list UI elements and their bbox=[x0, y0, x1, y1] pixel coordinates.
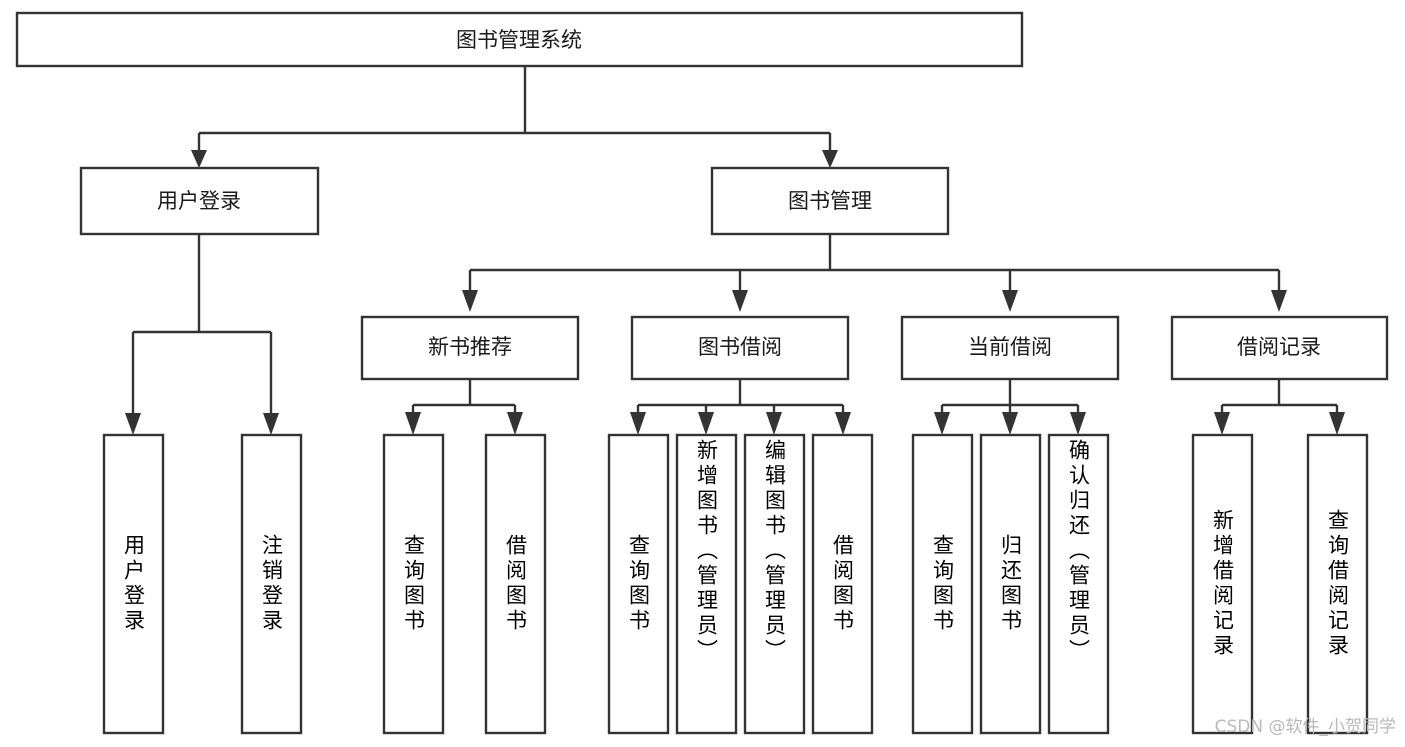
node-current-borrow-label: 当前借阅 bbox=[968, 335, 1052, 359]
csdn-watermark: CSDN @软件_小贺同学 bbox=[1215, 717, 1396, 737]
node-leaf-confirm-return-box[interactable] bbox=[1047, 433, 1110, 735]
node-borrow-record-label: 借阅记录 bbox=[1237, 335, 1321, 359]
node-leaf-edit-book[interactable]: 编辑图书（管理员） bbox=[743, 433, 806, 735]
node-user-login[interactable]: 用户登录 bbox=[79, 166, 320, 236]
node-leaf-add-book-label-wrap: 新增图书（管理员） bbox=[694, 439, 719, 664]
arrow-head-current-borrow bbox=[1002, 290, 1018, 312]
node-leaf-query-book-2[interactable]: 查询图书 bbox=[607, 433, 670, 735]
node-leaf-query-record-box[interactable] bbox=[1306, 433, 1369, 735]
node-leaf-logout-label-wrap: 注销登录 bbox=[259, 534, 284, 634]
node-new-book-rec[interactable]: 新书推荐 bbox=[360, 315, 580, 381]
node-leaf-add-record-label-wrap: 新增借阅记录 bbox=[1210, 509, 1235, 659]
node-leaf-query-book-1[interactable]: 查询图书 bbox=[382, 433, 445, 735]
node-root[interactable]: 图书管理系统 bbox=[15, 11, 1024, 68]
node-borrow-record-box[interactable] bbox=[1170, 315, 1389, 381]
node-leaf-user-login-label: 用户登录 bbox=[121, 534, 146, 634]
arrow-head-confirm-return bbox=[1070, 412, 1086, 435]
node-leaf-add-record-label: 新增借阅记录 bbox=[1210, 509, 1235, 659]
node-leaf-query-book-2-label: 查询图书 bbox=[626, 534, 651, 634]
node-new-book-rec-box[interactable] bbox=[360, 315, 580, 381]
arrow-head-add-book bbox=[698, 412, 714, 435]
edge-layer bbox=[125, 66, 1345, 435]
node-leaf-query-book-3-label-wrap: 查询图书 bbox=[930, 534, 955, 634]
node-leaf-return-book-box[interactable] bbox=[979, 433, 1042, 735]
arrow-head-new-book-rec bbox=[462, 290, 478, 312]
node-leaf-user-login[interactable]: 用户登录 bbox=[102, 433, 165, 735]
node-leaf-query-book-2-label-wrap: 查询图书 bbox=[626, 534, 651, 634]
node-leaf-borrow-book-2-label-wrap: 借阅图书 bbox=[830, 534, 855, 634]
arrow-head-query-book-2 bbox=[630, 412, 646, 435]
arrow-head-borrow-record bbox=[1271, 290, 1287, 312]
node-leaf-return-book-label: 归还图书 bbox=[998, 534, 1023, 634]
arrow-head-add-record bbox=[1214, 412, 1230, 435]
node-leaf-query-book-3-box[interactable] bbox=[911, 433, 974, 735]
node-leaf-add-record-box[interactable] bbox=[1191, 433, 1254, 735]
node-leaf-return-book-label-wrap: 归还图书 bbox=[998, 534, 1023, 634]
node-leaf-confirm-return-label: 确认归还（管理员） bbox=[1066, 439, 1091, 664]
node-leaf-add-book-box[interactable] bbox=[675, 433, 738, 735]
node-leaf-query-record[interactable]: 查询借阅记录 bbox=[1306, 433, 1369, 735]
node-leaf-user-login-box[interactable] bbox=[102, 433, 165, 735]
node-leaf-edit-book-label: 编辑图书（管理员） bbox=[762, 439, 787, 664]
node-book-borrow-label: 图书借阅 bbox=[698, 335, 782, 359]
node-book-manage-label: 图书管理 bbox=[788, 189, 872, 213]
node-user-login-label: 用户登录 bbox=[157, 189, 241, 213]
node-leaf-add-book[interactable]: 新增图书（管理员） bbox=[675, 433, 738, 735]
arrow-head-book-manage bbox=[822, 150, 838, 168]
node-leaf-logout-box[interactable] bbox=[240, 433, 303, 735]
arrow-head-user-login bbox=[191, 150, 207, 168]
arrow-head-query-book-3 bbox=[934, 412, 950, 435]
node-leaf-add-record[interactable]: 新增借阅记录 bbox=[1191, 433, 1254, 735]
node-book-manage[interactable]: 图书管理 bbox=[710, 166, 950, 236]
node-leaf-borrow-book-2[interactable]: 借阅图书 bbox=[811, 433, 874, 735]
node-leaf-query-record-label-wrap: 查询借阅记录 bbox=[1325, 509, 1350, 659]
node-leaf-confirm-return-label-wrap: 确认归还（管理员） bbox=[1066, 439, 1091, 664]
node-leaf-add-book-label: 新增图书（管理员） bbox=[694, 439, 719, 664]
node-borrow-record[interactable]: 借阅记录 bbox=[1170, 315, 1389, 381]
node-leaf-query-record-label: 查询借阅记录 bbox=[1325, 509, 1350, 659]
arrow-head-leaf-user-login bbox=[125, 413, 141, 435]
node-leaf-query-book-3-label: 查询图书 bbox=[930, 534, 955, 634]
node-leaf-borrow-book-1-label: 借阅图书 bbox=[503, 534, 528, 634]
arrow-head-leaf-logout bbox=[263, 413, 279, 435]
node-leaf-user-login-label-wrap: 用户登录 bbox=[121, 534, 146, 634]
node-root-box[interactable] bbox=[15, 11, 1024, 68]
node-leaf-borrow-book-1-box[interactable] bbox=[484, 433, 547, 735]
node-leaf-return-book[interactable]: 归还图书 bbox=[979, 433, 1042, 735]
arrow-head-borrow-book-2 bbox=[835, 412, 851, 435]
arrow-head-edit-book bbox=[766, 412, 782, 435]
node-leaf-edit-book-box[interactable] bbox=[743, 433, 806, 735]
node-leaf-logout-label: 注销登录 bbox=[259, 534, 284, 634]
node-new-book-rec-label: 新书推荐 bbox=[428, 335, 512, 359]
node-book-borrow[interactable]: 图书借阅 bbox=[630, 315, 850, 381]
node-leaf-query-book-1-label: 查询图书 bbox=[401, 534, 426, 634]
node-leaf-borrow-book-1-label-wrap: 借阅图书 bbox=[503, 534, 528, 634]
node-current-borrow[interactable]: 当前借阅 bbox=[900, 315, 1120, 381]
node-leaf-logout[interactable]: 注销登录 bbox=[240, 433, 303, 735]
arrow-head-book-borrow bbox=[732, 290, 748, 312]
node-current-borrow-box[interactable] bbox=[900, 315, 1120, 381]
node-root-label: 图书管理系统 bbox=[456, 28, 582, 52]
arrow-head-borrow-book-1 bbox=[507, 412, 523, 435]
node-leaf-query-book-1-label-wrap: 查询图书 bbox=[401, 534, 426, 634]
node-leaf-borrow-book-2-box[interactable] bbox=[811, 433, 874, 735]
arrow-head-query-record bbox=[1329, 412, 1345, 435]
arrow-head-query-book-1 bbox=[405, 412, 421, 435]
node-leaf-query-book-1-box[interactable] bbox=[382, 433, 445, 735]
node-leaf-confirm-return[interactable]: 确认归还（管理员） bbox=[1047, 433, 1110, 735]
node-user-login-box[interactable] bbox=[79, 166, 320, 236]
node-book-borrow-box[interactable] bbox=[630, 315, 850, 381]
node-leaf-borrow-book-2-label: 借阅图书 bbox=[830, 534, 855, 634]
node-leaf-edit-book-label-wrap: 编辑图书（管理员） bbox=[762, 439, 787, 664]
node-leaf-query-book-2-box[interactable] bbox=[607, 433, 670, 735]
node-leaf-borrow-book-1[interactable]: 借阅图书 bbox=[484, 433, 547, 735]
node-book-manage-box[interactable] bbox=[710, 166, 950, 236]
arrow-head-return-book bbox=[1002, 412, 1018, 435]
node-leaf-query-book-3[interactable]: 查询图书 bbox=[911, 433, 974, 735]
